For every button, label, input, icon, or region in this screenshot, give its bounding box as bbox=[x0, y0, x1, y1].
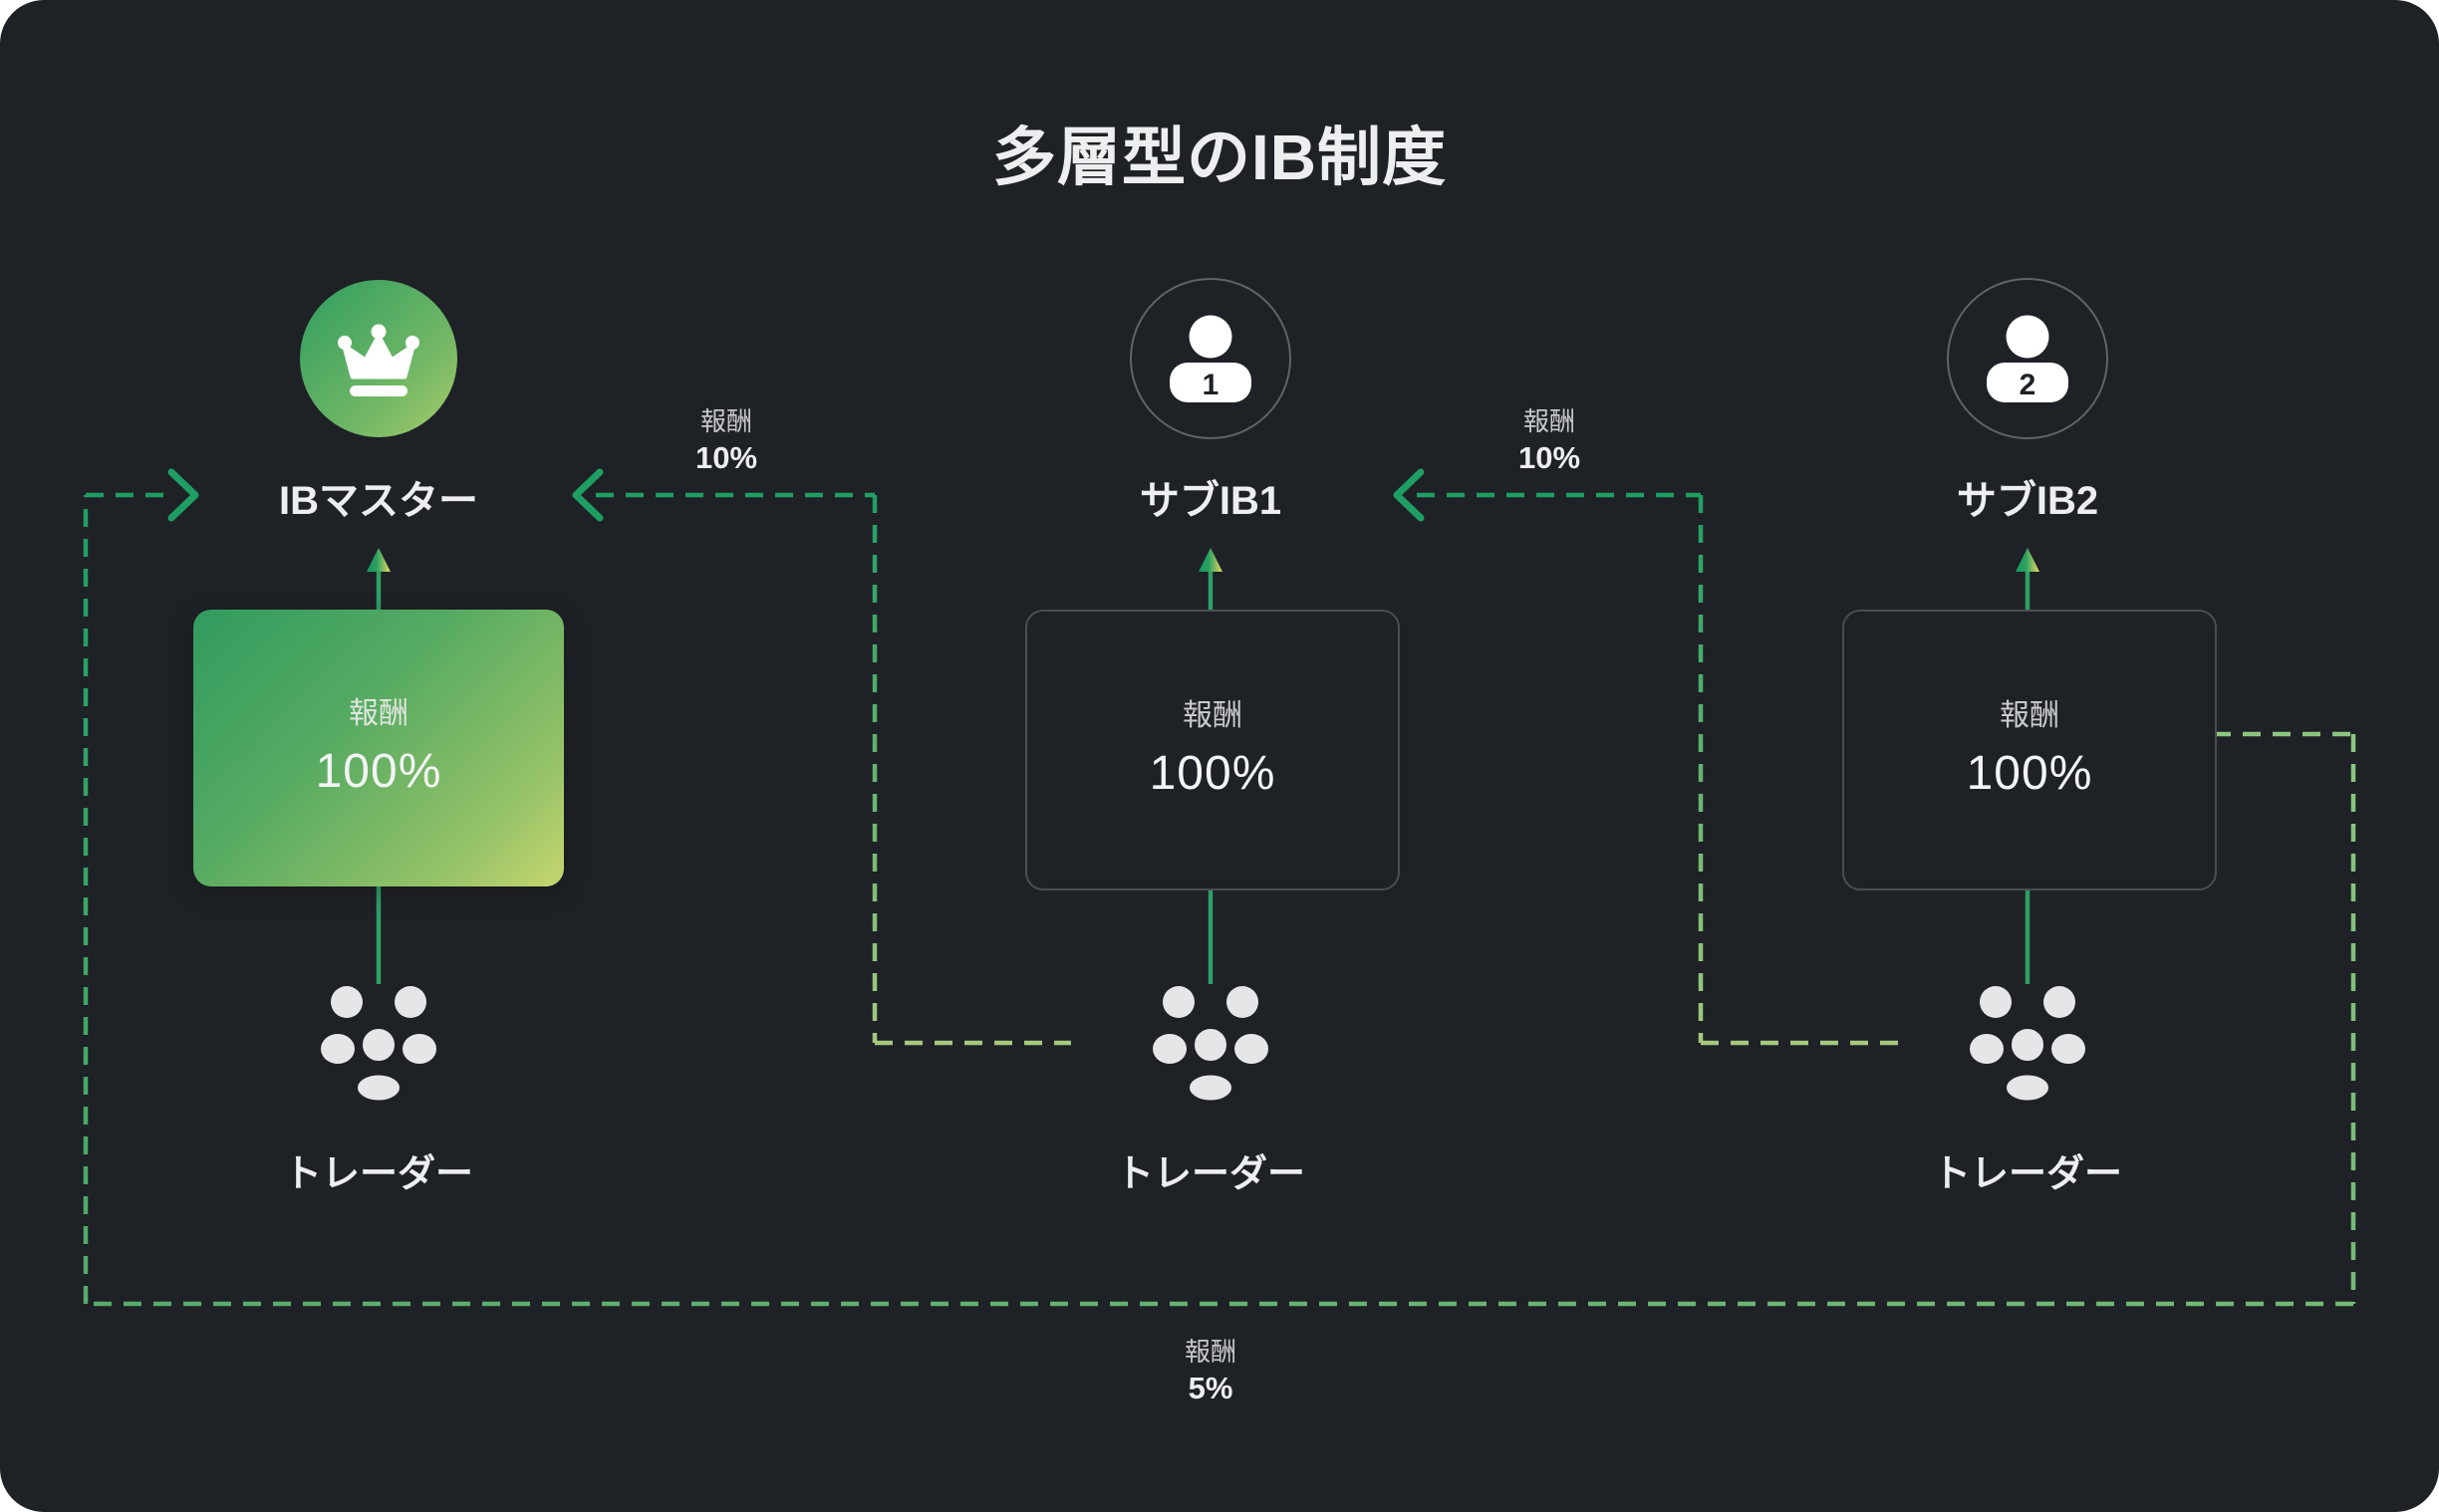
arrowhead-left-icon bbox=[572, 468, 604, 522]
ib-master-reward-box: 報酬 100% bbox=[193, 610, 564, 886]
arrowhead-right-icon bbox=[167, 468, 199, 522]
traders-label: トレーダー bbox=[1115, 1153, 1306, 1195]
edge-label-text: 報酬 bbox=[699, 406, 753, 436]
edge-label-value: 5% bbox=[1188, 1371, 1233, 1405]
sub-ib2-badge: 2 bbox=[2020, 369, 2036, 401]
edge-label-reward-10-left: 報酬 10% bbox=[695, 404, 757, 478]
edge-label-text: 報酬 bbox=[1184, 1337, 1237, 1367]
reward-value: 100% bbox=[1149, 747, 1276, 800]
sub-ib1-reward-box: 報酬 100% bbox=[1025, 610, 1400, 890]
page-title: 多層型のIB制度 bbox=[992, 122, 1447, 193]
traders-icon bbox=[1153, 986, 1268, 1104]
ib-master-avatar bbox=[300, 280, 457, 437]
edge-label-reward-5: 報酬 5% bbox=[1185, 1335, 1236, 1408]
edge-label-reward-10-right: 報酬 10% bbox=[1518, 404, 1580, 478]
sub-ib1-badge: 1 bbox=[1203, 369, 1220, 401]
sub-ib1-avatar: 1 bbox=[1130, 278, 1291, 439]
arrowhead-left-icon bbox=[1393, 468, 1425, 522]
crown-icon bbox=[338, 324, 419, 396]
dashed-arrow-subib1-traders-to-master bbox=[572, 468, 1071, 1046]
traders-label: トレーダー bbox=[283, 1153, 474, 1195]
sub-ib2-label: サブIB2 bbox=[1956, 479, 2099, 523]
sub-ib1-label: サブIB1 bbox=[1139, 479, 1282, 523]
sub-ib2-reward-box: 報酬 100% bbox=[1842, 610, 2217, 890]
reward-label: 報酬 bbox=[1183, 699, 1242, 732]
ib-master-label: IBマスター bbox=[279, 479, 478, 523]
reward-value: 100% bbox=[1966, 747, 2093, 800]
sub-ib2-avatar: 2 bbox=[1947, 278, 2108, 439]
edge-label-value: 10% bbox=[694, 440, 758, 475]
dashed-arrow-subib2-to-master bbox=[83, 468, 2356, 1307]
traders-label: トレーダー bbox=[1932, 1153, 2123, 1195]
edge-label-text: 報酬 bbox=[1522, 406, 1576, 436]
traders-icon bbox=[1970, 986, 2085, 1104]
reward-value: 100% bbox=[315, 745, 442, 798]
reward-label: 報酬 bbox=[2000, 699, 2059, 732]
edge-label-value: 10% bbox=[1517, 440, 1581, 475]
dashed-arrow-subib2-traders-to-subib1 bbox=[1393, 468, 1898, 1046]
traders-icon bbox=[321, 986, 436, 1104]
reward-label: 報酬 bbox=[349, 697, 408, 730]
